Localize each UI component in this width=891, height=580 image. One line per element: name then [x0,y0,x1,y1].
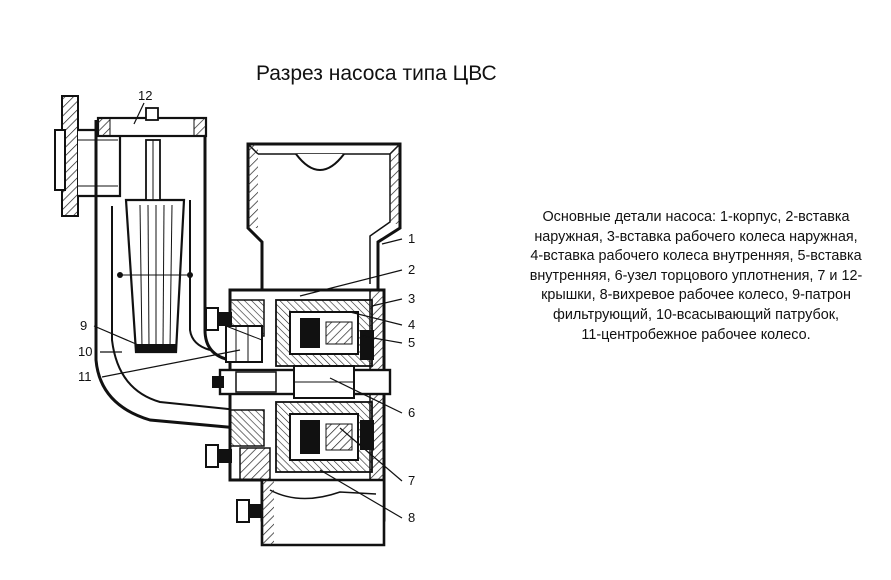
description-line: внутренняя, 6-узел торцового уплотнения,… [529,267,863,284]
description-line: наружная, 3-вставка рабочего колеса нару… [534,228,858,245]
callout-11: 11 [78,369,92,384]
description-line: фильтрующий, 10-всасывающий патрубок, [552,306,839,323]
diagram-title: Разрез насоса типа ЦВС [256,62,497,85]
callout-5: 5 [408,335,415,350]
top-cover [96,107,208,138]
bolts [205,307,261,523]
callout-8: 8 [408,510,415,525]
filter-cartridge [117,139,193,354]
description-line: Основные детали насоса: 1-корпус, 2-вста… [542,209,850,225]
callout-7: 7 [408,473,415,488]
description-line: 11-центробежное рабочее колесо. [581,326,811,343]
description-line: 4-вставка рабочего колеса внутренняя, 5-… [530,248,862,265]
centrifugal-impeller [225,325,263,363]
callout-4: 4 [408,317,415,332]
description-line: крышки, 8-вихревое рабочее колесо, 9-пат… [541,287,851,304]
callout-3: 3 [408,291,415,306]
callout-numbers: 1 2 3 4 5 6 7 8 9 10 11 12 [78,88,415,525]
callout-6: 6 [408,405,415,420]
callout-10: 10 [78,344,92,359]
upper-housing [246,142,402,292]
leader-lines [93,102,403,519]
lower-housing [260,478,386,547]
callout-9: 9 [80,318,87,333]
inlet-pipe [78,128,122,198]
pump-shaft [212,365,392,399]
callout-1: 1 [408,231,415,246]
impeller-assembly [275,299,374,473]
callout-2: 2 [408,262,415,277]
parts-description: Основные детали насоса: 1-корпус, 2-вста… [505,208,887,345]
callout-12: 12 [138,88,152,103]
inlet-flange [54,95,79,217]
